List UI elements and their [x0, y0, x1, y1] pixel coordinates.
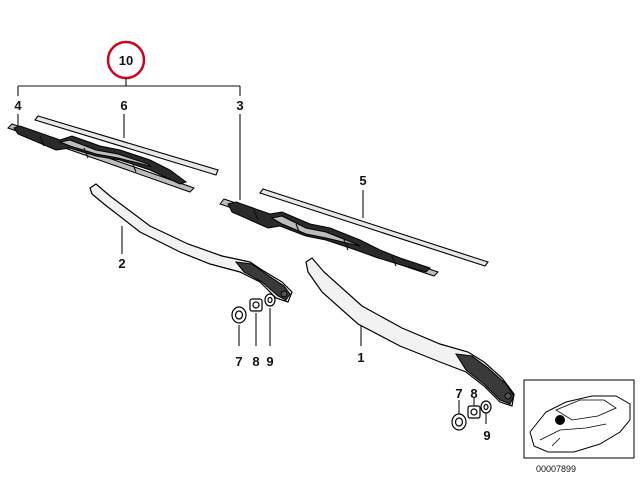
inset-reference-number: 00007899: [536, 464, 576, 474]
callout-blade-left: 4: [14, 98, 22, 113]
location-marker: [555, 415, 565, 425]
assembly-bracket: [17, 78, 241, 96]
callout-cap-right: 7: [455, 386, 462, 401]
car-locator-inset: 00007899: [523, 379, 635, 474]
wiper-arm-left: [89, 183, 293, 303]
callout-strip-right: 5: [359, 173, 366, 188]
wiper-blade-right: [219, 198, 439, 277]
callout-cap-left: 7: [235, 354, 242, 369]
callout-nut-right: 8: [470, 386, 477, 401]
callout-arm-left: 2: [118, 256, 125, 271]
callout-washer-left: 9: [266, 354, 273, 369]
wiper-strip-left: [34, 115, 219, 176]
hardware-left: [231, 293, 276, 324]
wiper-arm-right: [305, 257, 515, 407]
hardware-right: [451, 400, 492, 431]
callout-blade-right: 3: [236, 98, 243, 113]
wiper-strip-right: [259, 188, 489, 267]
callout-arm-right: 1: [357, 350, 364, 365]
wiper-blade-left: [7, 123, 195, 193]
car-outline: [529, 395, 631, 453]
callout-strip-left: 6: [120, 98, 127, 113]
callout-nut-left: 8: [252, 354, 259, 369]
callout-washer-right: 9: [483, 428, 490, 443]
assembly-callout-10: 10: [119, 53, 133, 68]
